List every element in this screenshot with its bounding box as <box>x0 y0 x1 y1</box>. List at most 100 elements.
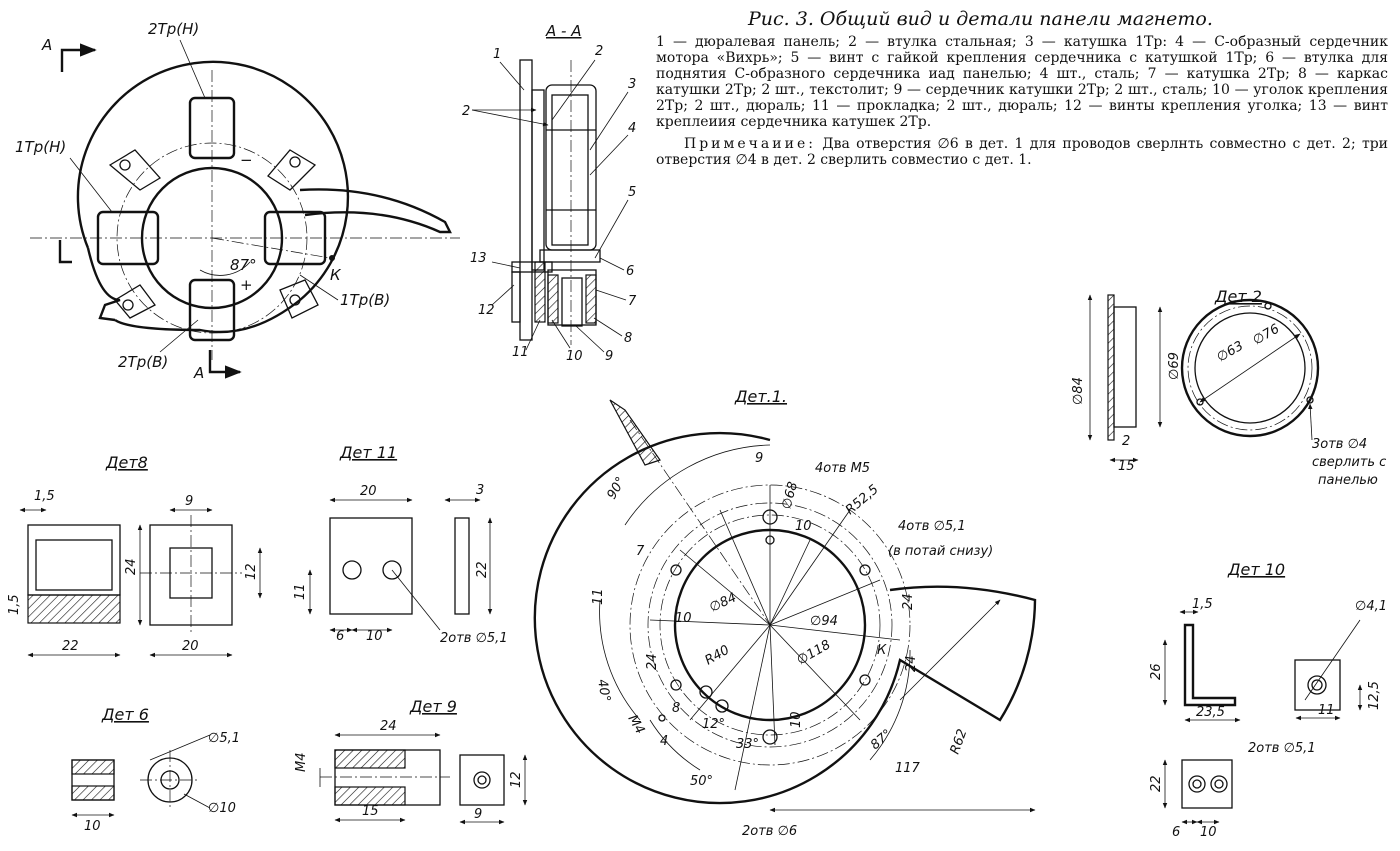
det1-dim-90: 90° <box>604 475 629 502</box>
coil-1tp-v <box>263 210 327 266</box>
callout-7: 7 <box>628 294 637 309</box>
callout-12: 12 <box>478 303 495 318</box>
det10-dim-1-5: 1,5 <box>1192 597 1213 612</box>
det6-dim-d10: ∅10 <box>208 801 236 816</box>
callout-2b: 2 <box>462 104 470 119</box>
det10-holes: 2отв ∅5,1 <box>1248 741 1316 756</box>
det8-dim-12: 12 <box>244 563 259 580</box>
det9-drawing: Дет 9 24 М4 15 12 9 <box>294 697 528 825</box>
callout-3: 3 <box>628 77 636 92</box>
det8-drawing: Дет8 1,5 1,5 22 9 24 12 20 <box>7 453 263 658</box>
det11-dim-22: 22 <box>475 561 490 578</box>
section-mark-top: А <box>41 36 52 54</box>
note-text: Два отверстия ∅6 в дет. 1 для проводов с… <box>656 136 1389 168</box>
det1-drawing: Дет.1. <box>533 387 1037 839</box>
det11-dim-6: 6 <box>336 629 344 644</box>
det9-dim-m4: М4 <box>294 753 309 773</box>
general-view: 2Тр(Н) 1Тр(Н) 1Тр(В) 2Тр(В) К 87° − + А … <box>15 20 460 382</box>
det1-dim-40: 40° <box>594 678 613 703</box>
det2-holes: 3отв ∅4 <box>1312 437 1367 452</box>
det8-dim-1-5b: 1,5 <box>7 594 22 615</box>
det6-dim-5-1: ∅5,1 <box>208 731 240 746</box>
det1-dim-m4: М4 <box>625 713 648 737</box>
det1-dim-7: 7 <box>636 544 645 559</box>
det10-dim-4-1: ∅4,1 <box>1355 599 1387 614</box>
det1-dim-24c: 24 <box>904 655 919 672</box>
det10-dim-11: 11 <box>1318 703 1335 718</box>
det10-dim-6: 6 <box>1172 825 1180 840</box>
det1-dim-r52: R52,5 <box>843 482 882 518</box>
det1-dim-118: ∅118 <box>795 637 834 668</box>
callout-1: 1 <box>493 47 501 62</box>
det1-dim-8: 8 <box>672 701 680 716</box>
det6-drawing: Дет 6 10 ∅5,1 ∅10 <box>71 705 240 834</box>
det2-dim-15: 15 <box>1118 459 1135 474</box>
det2-dim-69: ∅69 <box>1167 352 1182 380</box>
section-aa-title: А - А <box>545 22 581 40</box>
legend-text: 1 — дюралевая панель; 2 — втулка стальна… <box>656 34 1388 130</box>
callout-9: 9 <box>605 349 613 364</box>
callout-5: 5 <box>628 185 636 200</box>
label-2tp-n: 2Тр(Н) <box>148 20 199 38</box>
det2-dim-84: ∅84 <box>1071 377 1086 405</box>
det1-dim-33deg: 33° <box>736 737 759 752</box>
det1-outline <box>533 431 1037 805</box>
det9-dim-12: 12 <box>509 771 524 788</box>
det10-dim-26: 26 <box>1149 663 1164 680</box>
label-2tp-v: 2Тр(В) <box>118 353 168 371</box>
det1-dim-50deg: 50° <box>690 774 713 789</box>
det1-dim-4: 4 <box>660 734 668 749</box>
det1-dim-87deg: 87° <box>868 727 895 753</box>
det9-title: Дет 9 <box>409 697 457 716</box>
det2-title: Дет 2 <box>1214 287 1262 306</box>
det1-dim-10c: 10 <box>789 711 804 728</box>
det1-dim-12deg: 12° <box>702 717 725 732</box>
callout-13: 13 <box>470 251 487 266</box>
panel-section <box>519 59 533 341</box>
angle-87: 87° <box>230 256 257 274</box>
det9-dim-24: 24 <box>380 719 397 734</box>
det1-dim-2-6: 2отв ∅6 <box>742 824 797 839</box>
coil-1tp-n <box>96 210 160 266</box>
label-1tp-v: 1Тр(В) <box>340 291 390 309</box>
det9-dim-15: 15 <box>362 804 379 819</box>
callout-2: 2 <box>595 44 603 59</box>
det1-dim-4-5-1: 4отв ∅5,1 <box>898 519 966 534</box>
det1-dim-24b: 24 <box>645 653 660 670</box>
det1-dim-10a: 10 <box>795 519 812 534</box>
det1-dim-84: ∅84 <box>707 590 739 615</box>
det1-dim-9: 9 <box>755 451 763 466</box>
section-aa: А - А 1 2 3 4 5 6 7 8 9 10 11 <box>462 22 637 364</box>
det1-radials <box>649 485 901 791</box>
det10-dim-22: 22 <box>1149 775 1164 792</box>
det8-dim-22: 22 <box>62 639 79 654</box>
det11-drawing: Дет 11 20 11 6 10 2отв ∅5,1 3 22 <box>293 443 508 646</box>
det1-dim-countersink: (в потай снизу) <box>888 544 993 559</box>
section-mark-bottom: А <box>193 364 204 382</box>
det2-drawing: Дет 2 ∅84 ∅69 2 15 ∅63 ∅76 3отв ∅4 сверл… <box>1071 287 1386 488</box>
det10-dim-23-5: 23,5 <box>1196 705 1225 720</box>
note: Примечаиие: Два отверстия ∅6 в дет. 1 дл… <box>656 136 1388 168</box>
det10-title: Дет 10 <box>1227 560 1285 579</box>
det1-dim-r62: R62 <box>948 727 971 756</box>
det1-label-k: К <box>877 643 887 658</box>
coil-2tp-n <box>188 96 236 160</box>
callout-8: 8 <box>624 331 632 346</box>
det11-title: Дет 11 <box>339 443 397 462</box>
det2-dim-2: 2 <box>1122 434 1130 449</box>
callout-10: 10 <box>566 349 583 364</box>
det11-dim-10: 10 <box>366 629 383 644</box>
callout-6: 6 <box>626 264 634 279</box>
det1-dim-r40: R40 <box>703 643 733 669</box>
det10-dim-12-5: 12,5 <box>1367 681 1382 710</box>
det8-dim-1-5a: 1,5 <box>34 489 55 504</box>
det1-dim-117: 117 <box>895 761 921 776</box>
minus-sign: − <box>240 151 253 169</box>
plus-sign: + <box>240 276 253 294</box>
det8-title: Дет8 <box>105 453 148 472</box>
note-label: Примечаиие: <box>684 136 816 152</box>
label-k: К <box>330 266 342 284</box>
det11-dim-20: 20 <box>360 484 377 499</box>
det1-dim-11: 11 <box>591 588 606 605</box>
